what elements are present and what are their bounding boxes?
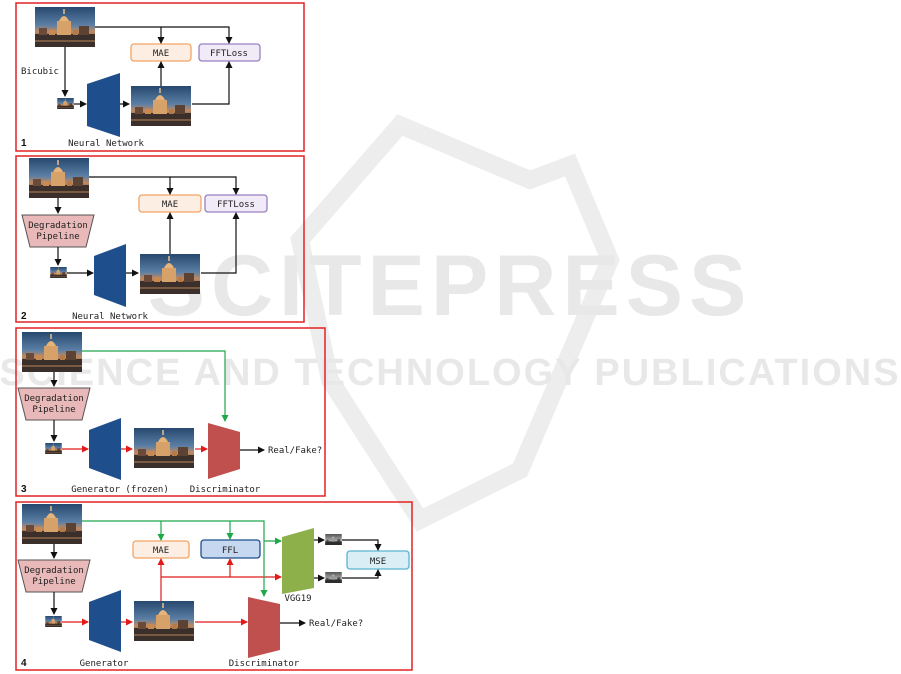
real-fake-label: Real/Fake? — [309, 619, 363, 629]
hr-image — [29, 158, 89, 198]
panel-number: 3 — [21, 484, 27, 495]
neural-network-block — [94, 244, 126, 307]
lr-image — [45, 443, 62, 454]
degradation-label-line2: Pipeline — [32, 405, 75, 415]
degradation-label-line1: Degradation — [28, 221, 88, 231]
degradation-label-line1: Degradation — [24, 566, 84, 576]
ffl-label: FFL — [222, 546, 238, 556]
discriminator-block — [208, 423, 240, 479]
neural-network-label: Neural Network — [68, 139, 144, 149]
sr-output-image — [131, 86, 191, 126]
panel-number: 1 — [21, 138, 27, 149]
watermark-brand: SCITEPRESS — [148, 238, 753, 334]
bicubic-label: Bicubic — [21, 67, 59, 77]
vgg-feature-hr-image — [325, 534, 342, 545]
discriminator-block — [248, 597, 280, 658]
lr-image — [45, 616, 62, 627]
neural-network-block — [87, 73, 120, 137]
fft-loss-label: FFTLoss — [210, 49, 248, 59]
discriminator-label: Discriminator — [229, 659, 300, 669]
generator-frozen-label: Generator (frozen) — [71, 485, 169, 495]
degradation-pipeline-block — [18, 560, 90, 592]
mae-label: MAE — [153, 49, 169, 59]
panel-number: 4 — [21, 658, 27, 669]
lr-image — [57, 98, 74, 109]
neural-network-label: Neural Network — [72, 312, 148, 322]
generator-label: Generator — [80, 659, 129, 669]
sr-output-image — [134, 601, 194, 641]
hr-image — [22, 504, 82, 544]
mae-label: MAE — [153, 546, 169, 556]
lr-image — [50, 267, 67, 278]
hr-image — [35, 7, 95, 47]
degradation-pipeline-block — [18, 388, 90, 420]
vgg19-block — [282, 528, 314, 594]
panel-number: 2 — [21, 311, 27, 322]
vgg-feature-sr-image — [325, 572, 342, 583]
sr-output-image — [140, 254, 200, 294]
mse-label: MSE — [370, 557, 386, 567]
sr-output-image — [134, 428, 194, 468]
fft-loss-label: FFTLoss — [217, 200, 255, 210]
generator-block — [89, 590, 121, 652]
real-fake-label: Real/Fake? — [268, 446, 322, 456]
degradation-label-line2: Pipeline — [32, 577, 75, 587]
watermark-tagline: SCIENCE AND TECHNOLOGY PUBLICATIONS — [0, 352, 901, 394]
degradation-label-line1: Degradation — [24, 394, 84, 404]
generator-block — [89, 418, 121, 480]
vgg19-label: VGG19 — [284, 594, 311, 604]
mae-label: MAE — [162, 200, 178, 210]
discriminator-label: Discriminator — [190, 485, 261, 495]
panel-4: Degradation Pipeline MAE FFL VGG19 MSE — [16, 502, 412, 670]
degradation-label-line2: Pipeline — [36, 232, 79, 242]
degradation-pipeline-block — [22, 215, 94, 247]
panel-1: Bicubic MAE FFTLoss Neural Network 1 — [16, 3, 304, 151]
hr-image — [22, 332, 82, 372]
